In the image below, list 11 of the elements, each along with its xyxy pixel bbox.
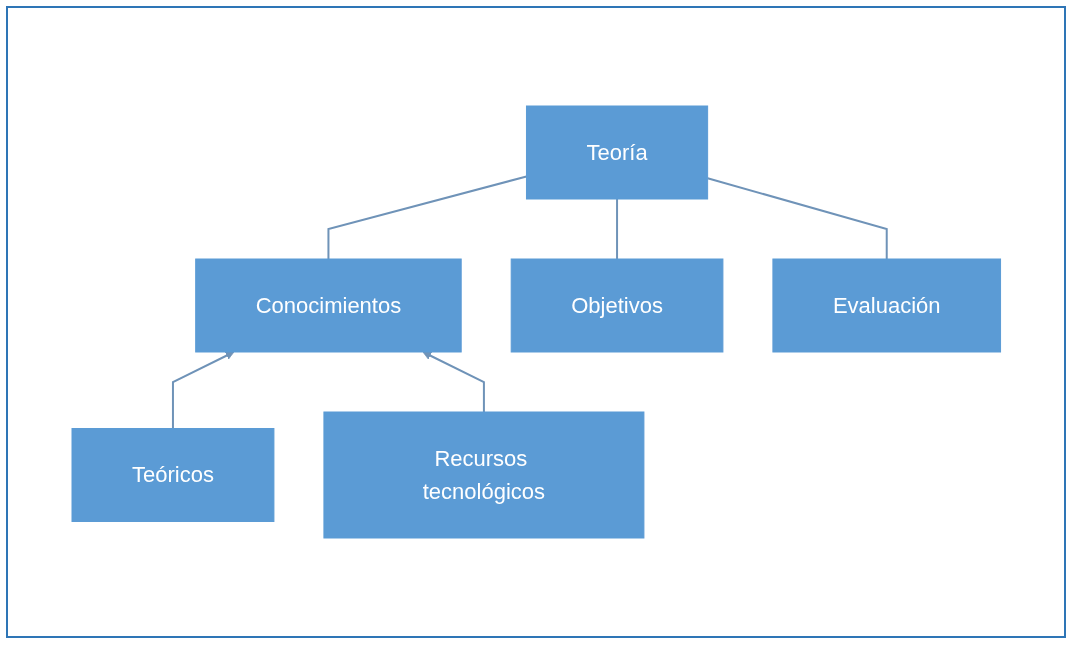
- node-box: Evaluación: [772, 258, 1001, 353]
- connector: [706, 177, 888, 260]
- arrow: [422, 351, 485, 413]
- arrow: [171, 351, 235, 430]
- connector: [615, 198, 618, 260]
- node-box: Conocimientos: [194, 258, 462, 353]
- connector: [327, 175, 528, 260]
- node-box: Objetivos: [510, 258, 724, 353]
- node-box: Teoría: [525, 105, 708, 200]
- node-box: Teóricos: [71, 428, 275, 522]
- node-box: Recursos tecnológicos: [323, 411, 645, 539]
